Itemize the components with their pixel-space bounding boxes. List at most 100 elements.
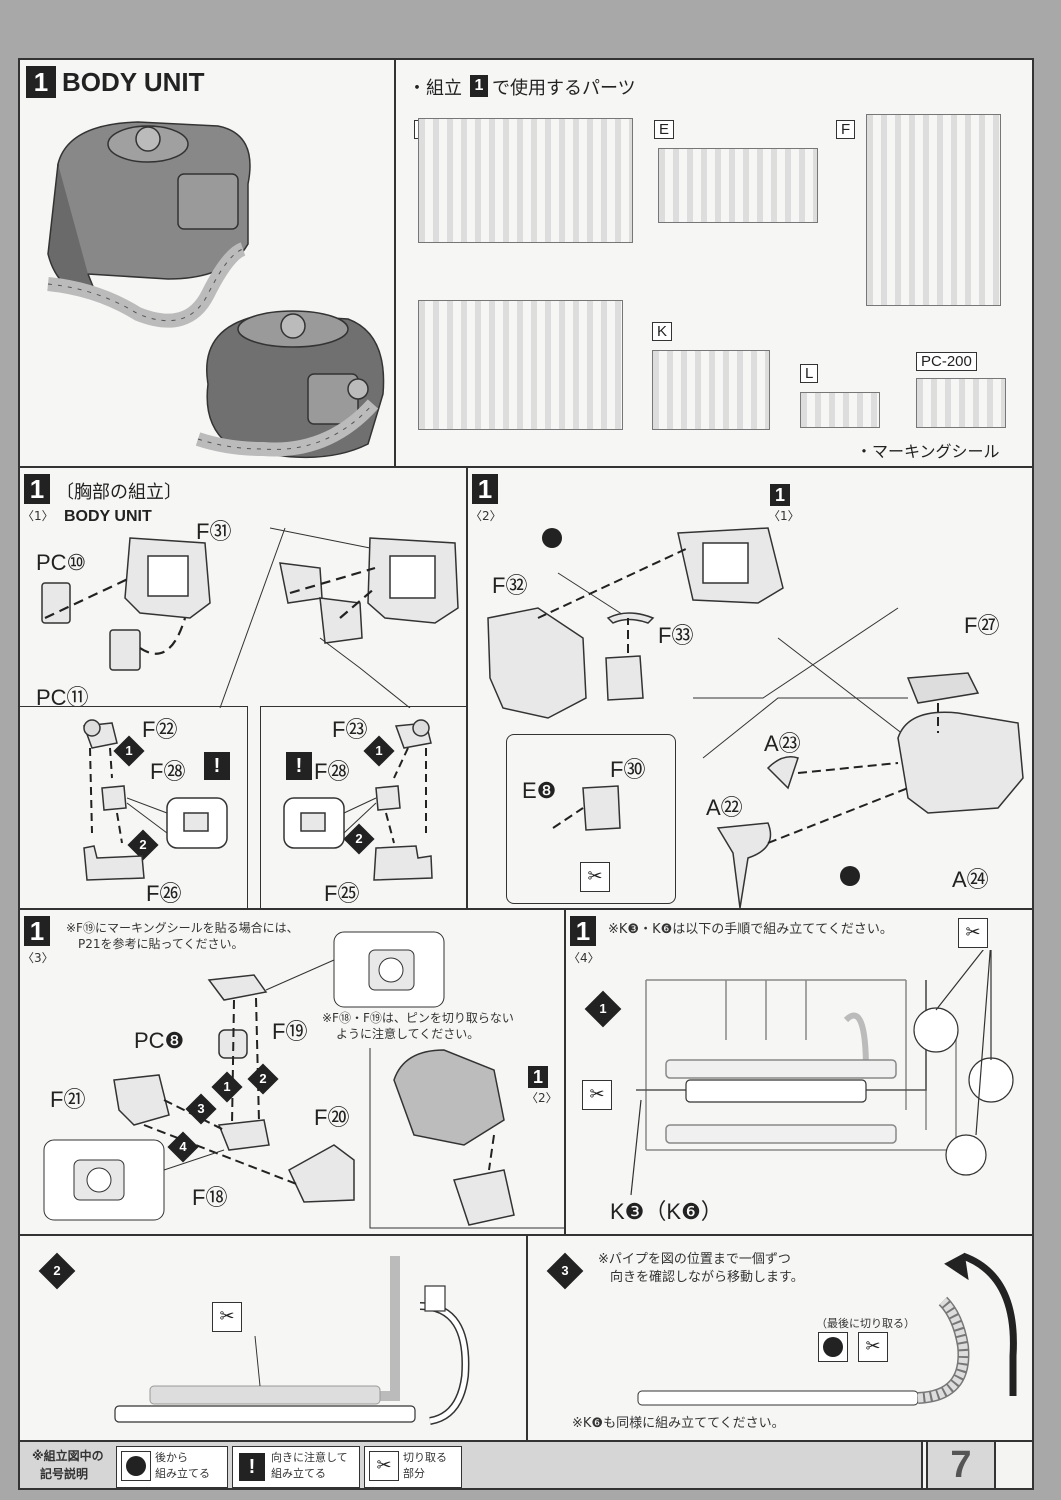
legend-item-1-l2: 組み立てる [155,1467,210,1480]
step-1-3-diagram [43,931,564,1229]
label-pc10: PC⑩ [36,550,87,575]
legend-item-cut: ✂ 切り取る 部分 [364,1446,462,1488]
label-a24: A㉔ [952,867,989,892]
step-1-4-diagram [630,950,1014,1196]
nipper-cut-icon-4: ✂ [212,1302,242,1332]
legend-title-l1: ※組立図中の [32,1449,104,1463]
label-f28b: F㉘ [314,759,350,784]
step-1-3-note1-l1: ※F⑲にマーキングシールを貼る場合には、 [66,921,299,935]
assemble-later-icon-2 [836,862,866,892]
nipper-cut-icon-2: ✂ [582,1080,612,1110]
label-f33: F㉝ [658,623,694,648]
label-f25: F㉕ [324,881,360,906]
nipper-cut-icon: ✂ [580,862,610,892]
step-1-2-ref-number: 1 [770,484,790,506]
runner-e [658,148,818,223]
label-pc8: PC❽ [134,1028,185,1053]
legend-item-3-l1: 切り取る [403,1451,447,1464]
step-1-2-diagram [487,527,1024,908]
step-1-4-note: ※K❸・K❻は以下の手順で組み立ててください。 [608,922,893,937]
legend-item-2-l1: 向きに注意して [271,1451,348,1464]
step-1-1-sub: 〈1〉 [22,509,54,523]
exclamation-icon: ! [239,1453,265,1481]
step-3-note-l1: ※パイプを図の位置まで一個ずつ [598,1252,791,1267]
label-f21: F㉑ [50,1087,86,1112]
nipper-cut-icon-legend: ✂ [369,1451,399,1481]
step-1-2-inset [506,734,676,904]
label-f28a: F㉘ [150,759,186,784]
step-1-2-ref-sub: 〈1〉 [768,509,800,523]
legend-item-2-l2: 組み立てる [271,1467,326,1480]
k3-k6-label: K❸（K❻） [610,1199,723,1224]
step-1-3-ref-number: 1 [528,1066,548,1088]
step-2-panel: 2 ✂ [18,1234,528,1442]
step-1-4-number: 1 [570,916,596,946]
symbol-legend: ※組立図中の 記号説明 後から 組み立てる ! 向きに注意して 組み立てる ✂ … [18,1440,923,1490]
step-1-1-panel: 1 〈1〉 〔胸部の組立〕 BODY UNIT F㉛ PC⑩ PC⑪ F [18,466,470,912]
step-1-1-title-jp: 〔胸部の組立〕 [56,482,182,503]
runner-label-e: E [654,120,675,139]
runner-l [800,392,880,428]
step-3-number-icon: 3 [546,1252,584,1290]
black-circle-icon [121,1451,151,1481]
orientation-warning-icon-2: ! [286,752,312,780]
label-f30: F㉚ [610,757,646,782]
runner-k [652,350,770,430]
runner-label-k: K [652,322,673,341]
step-3-cut-last: （最後に切り取る） [816,1317,915,1330]
section-step-number: 1 [26,66,56,98]
label-a23: A㉓ [764,731,801,756]
label-f22: F㉒ [142,717,178,742]
step-3-note-l2: 向きを確認しながら移動します。 [610,1270,804,1285]
step-3-diagram [637,1252,1017,1406]
runner-a [418,118,633,243]
step-1-2-sub: 〈2〉 [470,509,502,523]
marking-seal-label: ・マーキングシール [856,442,1000,461]
step-1-1-left-diagram [82,719,228,881]
parts-heading-pre: ・組立 [408,78,462,99]
nipper-cut-icon-3: ✂ [958,918,988,948]
body-unit-illustration [47,121,385,459]
step-1-4-sub: 〈4〉 [568,951,600,965]
step-1-2-number: 1 [472,474,498,504]
label-a22: A㉒ [706,795,743,820]
label-f31: F㉛ [196,519,232,544]
label-e8: E❽ [522,778,557,803]
runner-i [418,300,623,430]
page-number: 7 [926,1440,996,1490]
body-unit-overview-panel: 1 BODY UNIT [18,58,396,468]
assemble-later-icon [538,524,568,554]
step-1-3-panel: 1 〈3〉 ※F⑲にマーキングシールを貼る場合には、 P21を参考に貼ってくださ… [18,908,566,1236]
label-f20: F⑳ [314,1105,350,1130]
step-1-3-sub: 〈3〉 [22,951,54,965]
label-f19: F⑲ [272,1019,308,1044]
parts-heading-step: 1 [470,75,488,97]
label-f18: F⑱ [192,1185,228,1210]
legend-item-orientation: ! 向きに注意して 組み立てる [232,1446,360,1488]
step-1-2-panel: 1 〈2〉 1 〈1〉 F㉜ F㉝ F㉗ F㉚ E❽ A㉓ A㉒ A㉔ [466,466,1034,910]
step-1-1-sub-left [20,706,248,912]
parts-heading-post: で使用するパーツ [492,78,636,99]
section-title: BODY UNIT [62,67,205,97]
step-1-3-note1-l2: P21を参考に貼ってください。 [78,937,244,951]
label-f23: F㉓ [332,717,368,742]
step-2-number-icon: 2 [38,1252,76,1290]
runner-label-pc200: PC-200 [916,352,977,371]
label-f27: F㉗ [964,613,1000,638]
label-f32: F㉜ [492,573,528,598]
legend-item-3-l2: 部分 [403,1467,425,1480]
step-1-3-ref-sub: 〈2〉 [526,1091,558,1105]
step-1-3-note2-l2: ように注意してください。 [336,1027,480,1041]
legend-item-assemble-later: 後から 組み立てる [116,1446,228,1488]
step-1-4-panel: 1 〈4〉 ※K❸・K❻は以下の手順で組み立ててください。 1 ✂ ✂ K❸（K… [564,908,1034,1236]
legend-item-1-l1: 後から [155,1451,188,1464]
step-1-4-order-1-icon: 1 [584,990,622,1028]
label-pc11: PC⑪ [36,685,89,710]
step-3-bottom-note: ※K❻も同様に組み立ててください。 [572,1416,785,1431]
runner-label-l: L [800,364,819,383]
step-1-1-top-assembly [41,527,459,708]
assemble-later-icon-3 [818,1332,848,1362]
step-1-1-sub-right [260,706,470,912]
orientation-warning-icon: ! [204,752,230,780]
runner-f [866,114,1001,306]
